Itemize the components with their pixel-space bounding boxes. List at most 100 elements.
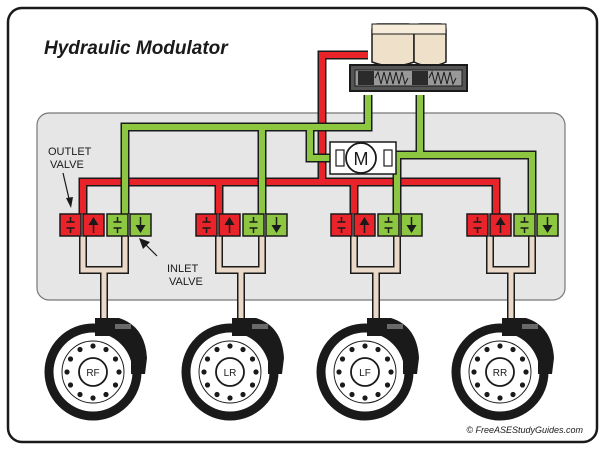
valve-group [330, 213, 423, 237]
inlet-valve-blocked-port [106, 213, 129, 237]
rotor-hole [510, 391, 516, 398]
rotor-hole [90, 343, 96, 349]
wheel-rr: RR [451, 318, 554, 421]
rotor-hole [64, 369, 70, 375]
rotor-hole [339, 382, 346, 388]
wheel-rf: RF [44, 318, 147, 421]
diagram-title: Hydraulic Modulator [44, 38, 229, 59]
blocked-port-icon [202, 217, 211, 233]
brake-lines [79, 236, 536, 322]
wheel-label: LR [224, 368, 237, 379]
inlet-arrow-icon [139, 238, 158, 257]
caliper-highlight [252, 324, 268, 329]
rotor-hole [253, 369, 259, 375]
secondary-piston [412, 71, 428, 85]
outlet-valve-blocked-port [195, 213, 218, 237]
wheel-hub [215, 357, 245, 387]
rotor-hole [375, 391, 381, 398]
rotor-hole [510, 346, 516, 353]
rotor-hole [112, 382, 119, 388]
arrow-down-icon [271, 217, 282, 233]
rotor-hole [227, 395, 233, 401]
rotor-hole [103, 391, 109, 398]
outlet-valve-blocked-port [466, 213, 489, 237]
outlet-valve-blocked-port [330, 213, 353, 237]
rotor-hole [484, 391, 490, 398]
rotor-ring [198, 340, 262, 404]
rotor-hole [474, 382, 481, 388]
wheel-label: LF [359, 368, 371, 379]
wheel-lr: LR [181, 318, 284, 421]
inlet-valve-blocked-port [513, 213, 536, 237]
wheel-hub [78, 357, 108, 387]
brake-caliper [95, 318, 147, 374]
blocked-port-icon [473, 217, 482, 233]
spring-icon [374, 70, 409, 86]
rotor-hole [116, 369, 122, 375]
rotor-hole [375, 346, 381, 353]
rotor-hole [103, 346, 109, 353]
arrow-down-icon [135, 217, 146, 233]
rotor-hole [523, 369, 529, 375]
pressure-lines [78, 50, 501, 214]
rotor-hole [214, 346, 220, 353]
return-lines [120, 95, 537, 214]
master-cylinder [349, 23, 468, 92]
valve-group [59, 213, 152, 237]
rotor-hole [204, 382, 211, 388]
valve-group [466, 213, 559, 237]
rotor-ring [61, 340, 125, 404]
rotor-hole [90, 395, 96, 401]
rotor-hole [474, 356, 481, 362]
arrow-up-icon [88, 217, 99, 233]
inlet-valve-blocked-port [377, 213, 400, 237]
rotor-hole [497, 343, 503, 349]
inlet-valve-label-line2: VALVE [169, 276, 203, 288]
rotor-hole [112, 356, 119, 362]
outlet-valve-label-line2: VALVE [50, 159, 84, 171]
blocked-port-icon [384, 217, 393, 233]
blocked-port-icon [337, 217, 346, 233]
wheel-label: RF [86, 368, 99, 379]
blocked-port-icon [66, 217, 75, 233]
rotor-hole [349, 346, 355, 353]
rotor-hole [240, 391, 246, 398]
rotor-hole [336, 369, 342, 375]
wheel-assemblies: RF LR LF RR [44, 318, 554, 421]
rotor-hole [362, 343, 368, 349]
reservoir-cap [371, 23, 447, 35]
wheel-label: RR [493, 368, 507, 379]
wheel-hub [350, 357, 380, 387]
outlet-valve-blocked-port [59, 213, 82, 237]
outlet-arrow-icon [62, 172, 73, 208]
rotor-hole [67, 382, 74, 388]
rotor-hole [384, 382, 391, 388]
caliper-highlight [387, 324, 403, 329]
rotor-hole [339, 356, 346, 362]
rotor-hole [519, 382, 526, 388]
blocked-port-icon [113, 217, 122, 233]
brake-caliper [502, 318, 554, 374]
primary-piston [358, 71, 374, 85]
rotor-ring [468, 340, 532, 404]
wheel-lf: LF [316, 318, 419, 421]
motor-label: M [354, 149, 369, 169]
arrow-up-icon [359, 217, 370, 233]
wheel-hub [485, 357, 515, 387]
outlet-valve-label-line1: OUTLET [48, 146, 92, 158]
rotor-hole [497, 395, 503, 401]
rotor-hole [214, 391, 220, 398]
rotor-hole [240, 346, 246, 353]
caliper-highlight [522, 324, 538, 329]
rotor-hole [388, 369, 394, 375]
arrow-up-icon [495, 217, 506, 233]
rotor-hole [349, 391, 355, 398]
caliper-highlight [115, 324, 131, 329]
blocked-port-icon [520, 217, 529, 233]
rotor-hole [77, 346, 83, 353]
rotor-hole [227, 343, 233, 349]
inlet-valve-label-line1: INLET [167, 263, 198, 275]
rotor-hole [204, 356, 211, 362]
